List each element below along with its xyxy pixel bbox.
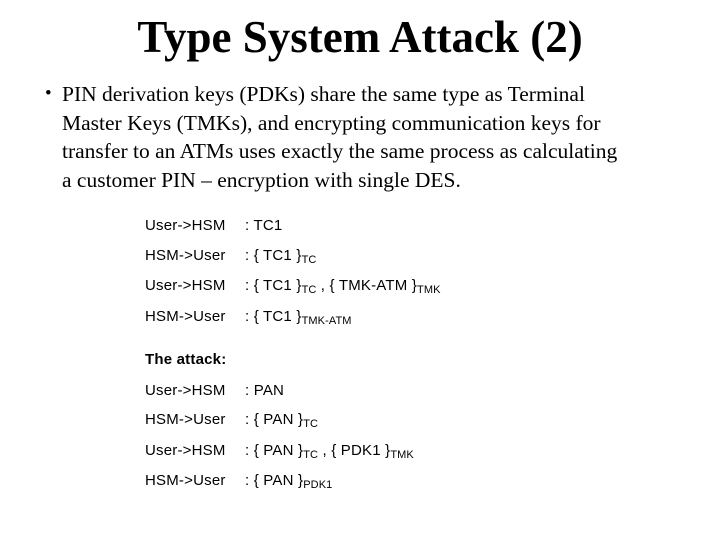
protocol-row: HSM->User : { PAN }PDK1 bbox=[145, 472, 441, 491]
protocol-message: : { PAN }TC , { PDK1 }TMK bbox=[245, 442, 414, 461]
message-text: : { PAN } bbox=[245, 441, 304, 459]
bullet-text: PIN derivation keys (PDKs) share the sam… bbox=[62, 80, 617, 194]
protocol-row: HSM->User : { PAN }TC bbox=[145, 411, 441, 430]
bullet-paragraph: • PIN derivation keys (PDKs) share the s… bbox=[45, 80, 700, 194]
protocol-from: User->HSM bbox=[145, 381, 226, 399]
key-subscript: TMK bbox=[417, 284, 441, 296]
message-text: : { PAN } bbox=[245, 411, 304, 428]
protocol-from: User->HSM bbox=[145, 441, 226, 459]
key-subscript: TC bbox=[301, 284, 317, 296]
bullet-line: a customer PIN – encryption with single … bbox=[62, 167, 461, 192]
bullet-line: PIN derivation keys (PDKs) share the sam… bbox=[62, 82, 585, 106]
protocol-message: : { TC1 }TC , { TMK-ATM }TMK bbox=[245, 277, 441, 296]
protocol-row: User->HSM : TC1 bbox=[145, 217, 441, 235]
protocol-row: HSM->User : { TC1 }TMK-ATM bbox=[145, 308, 441, 327]
protocol-from: HSM->User bbox=[145, 472, 226, 489]
bullet-icon: • bbox=[45, 83, 52, 104]
slide-title: Type System Attack (2) bbox=[137, 12, 583, 62]
protocol-from: User->HSM bbox=[145, 217, 226, 234]
protocol-listing: User->HSM : TC1 HSM->User : { TC1 }TC Us… bbox=[145, 217, 441, 503]
protocol-row: User->HSM : { PAN }TC , { PDK1 }TMK bbox=[145, 442, 441, 461]
message-text: : { TC1 } bbox=[245, 307, 302, 325]
message-text: : { PAN } bbox=[245, 472, 304, 489]
protocol-message: : { TC1 }TMK-ATM bbox=[245, 308, 352, 327]
protocol-message: : PAN bbox=[245, 382, 284, 400]
bullet-line: transfer to an ATMs uses exactly the sam… bbox=[62, 139, 618, 163]
protocol-from: User->HSM bbox=[145, 277, 226, 294]
message-text: : { TC1 } bbox=[245, 246, 302, 264]
protocol-from: HSM->User bbox=[145, 307, 226, 325]
message-text: : TC1 bbox=[245, 217, 283, 234]
key-subscript: TC bbox=[303, 418, 319, 430]
key-subscript: PDK1 bbox=[303, 479, 333, 491]
protocol-from: HSM->User bbox=[145, 246, 226, 264]
protocol-row: User->HSM : PAN bbox=[145, 382, 441, 400]
attack-heading: The attack: bbox=[145, 350, 227, 368]
protocol-message: : { PAN }TC bbox=[245, 411, 318, 430]
protocol-row: User->HSM : { TC1 }TC , { TMK-ATM }TMK bbox=[145, 277, 441, 296]
message-text: : PAN bbox=[245, 381, 285, 399]
message-text: , { PDK1 } bbox=[318, 441, 391, 459]
key-subscript: TC bbox=[301, 253, 317, 266]
key-subscript: TMK-ATM bbox=[301, 314, 352, 327]
bullet-line: Master Keys (TMKs), and encrypting commu… bbox=[62, 110, 601, 135]
message-text: : { TC1 } bbox=[245, 277, 302, 294]
key-subscript: TMK bbox=[390, 448, 414, 461]
message-text: , { TMK-ATM } bbox=[316, 277, 418, 294]
protocol-row: HSM->User : { TC1 }TC bbox=[145, 247, 441, 266]
protocol-message: : { PAN }PDK1 bbox=[245, 472, 332, 491]
protocol-from: HSM->User bbox=[145, 411, 226, 428]
protocol-message: : TC1 bbox=[245, 217, 282, 235]
protocol-message: : { TC1 }TC bbox=[245, 247, 316, 266]
key-subscript: TC bbox=[303, 448, 319, 461]
